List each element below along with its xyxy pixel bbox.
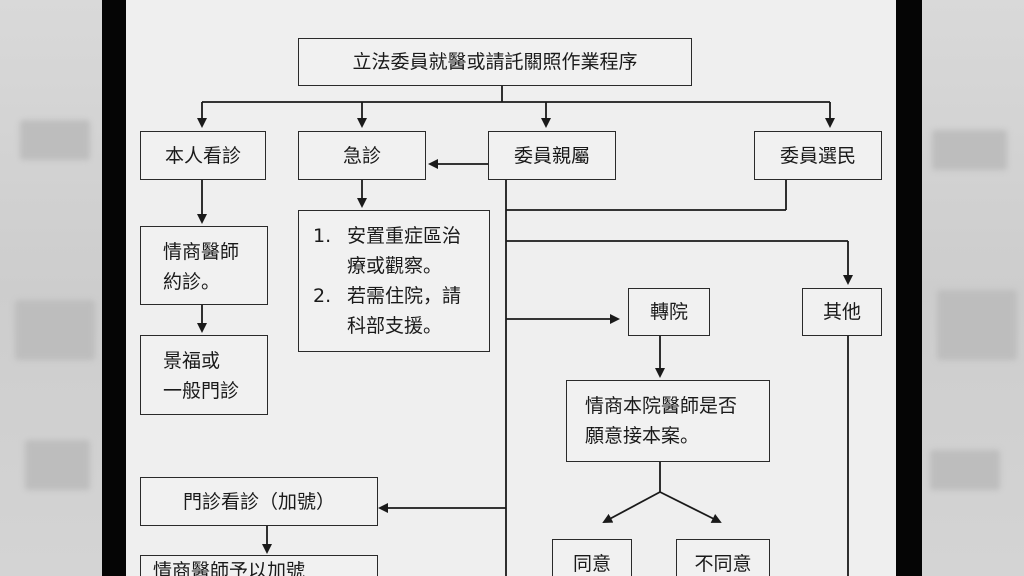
connector-lines	[197, 86, 853, 576]
list-item-text: 安置重症區治	[347, 225, 462, 247]
emergency-actions-list: 1. 安置重症區治 療或觀察。 2. 若需住院，請 科部支援。	[313, 221, 489, 341]
background-blur-shape	[25, 440, 90, 490]
node-text-line: 一般門診	[163, 380, 240, 402]
list-item: 1. 安置重症區治	[313, 221, 489, 251]
background-blur-shape	[20, 120, 90, 160]
list-item-number: 1.	[313, 225, 332, 247]
node-self-visit-label: 本人看診	[164, 144, 241, 167]
node-doctor-add-slot-label: 情商醫師予以加號	[153, 560, 306, 576]
node-other-label: 其他	[822, 301, 861, 323]
background-left-blur	[0, 0, 102, 576]
list-item-text: 科部支援。	[347, 315, 443, 337]
node-outpatient-extra-label: 門診看診（加號）	[182, 490, 335, 513]
node-clinic: 景福或 一般門診	[140, 335, 268, 415]
node-transfer: 轉院	[628, 288, 710, 336]
list-item-text: 療或觀察。	[347, 255, 443, 277]
node-consult-hospital-doctor: 情商本院醫師是否 願意接本案。	[566, 380, 770, 462]
node-relatives-label: 委員親屬	[513, 144, 590, 167]
node-doctor-add-slot-partial: 情商醫師予以加號	[140, 555, 378, 576]
node-agree-label: 同意	[572, 553, 611, 575]
background-blur-shape	[930, 450, 1000, 490]
node-text-line: 願意接本案。	[585, 425, 700, 447]
node-self-visit: 本人看診	[140, 131, 266, 180]
node-text-line: 情商醫師	[163, 241, 240, 263]
node-text-line: 約診。	[163, 271, 221, 293]
list-item-text: 若需住院，請	[347, 285, 462, 307]
list-item: 療或觀察。	[313, 251, 489, 281]
background-right-blur	[922, 0, 1024, 576]
node-relatives: 委員親屬	[488, 131, 616, 180]
list-item: 2. 若需住院，請	[313, 281, 489, 311]
node-outpatient-extra: 門診看診（加號）	[140, 477, 378, 526]
node-transfer-label: 轉院	[649, 301, 688, 323]
right-black-border	[896, 0, 922, 576]
node-emergency-label: 急診	[342, 144, 381, 167]
left-black-border	[102, 0, 126, 576]
flowchart-title: 立法委員就醫或請託關照作業程序	[352, 51, 638, 73]
node-agree: 同意	[552, 539, 632, 576]
background-blur-shape	[932, 130, 1007, 170]
node-constituents-label: 委員選民	[779, 144, 856, 167]
background-blur-shape	[15, 300, 95, 360]
node-disagree-label: 不同意	[694, 553, 752, 575]
list-item-number: 2.	[313, 285, 332, 307]
node-emergency-actions: 1. 安置重症區治 療或觀察。 2. 若需住院，請 科部支援。	[298, 210, 490, 352]
node-text-line: 情商本院醫師是否	[585, 395, 738, 417]
list-item: 科部支援。	[313, 311, 489, 341]
background-blur-shape	[937, 290, 1017, 360]
node-text-line: 景福或	[163, 350, 221, 372]
flowchart-document: 立法委員就醫或請託關照作業程序 本人看診 急診 委員親屬 委員選民 情商醫師 約…	[126, 0, 896, 576]
node-consult-doctor-appointment: 情商醫師 約診。	[140, 226, 268, 305]
node-other: 其他	[802, 288, 882, 336]
node-disagree: 不同意	[676, 539, 770, 576]
node-emergency: 急診	[298, 131, 426, 180]
flowchart-title-box: 立法委員就醫或請託關照作業程序	[298, 38, 692, 86]
node-constituents: 委員選民	[754, 131, 882, 180]
